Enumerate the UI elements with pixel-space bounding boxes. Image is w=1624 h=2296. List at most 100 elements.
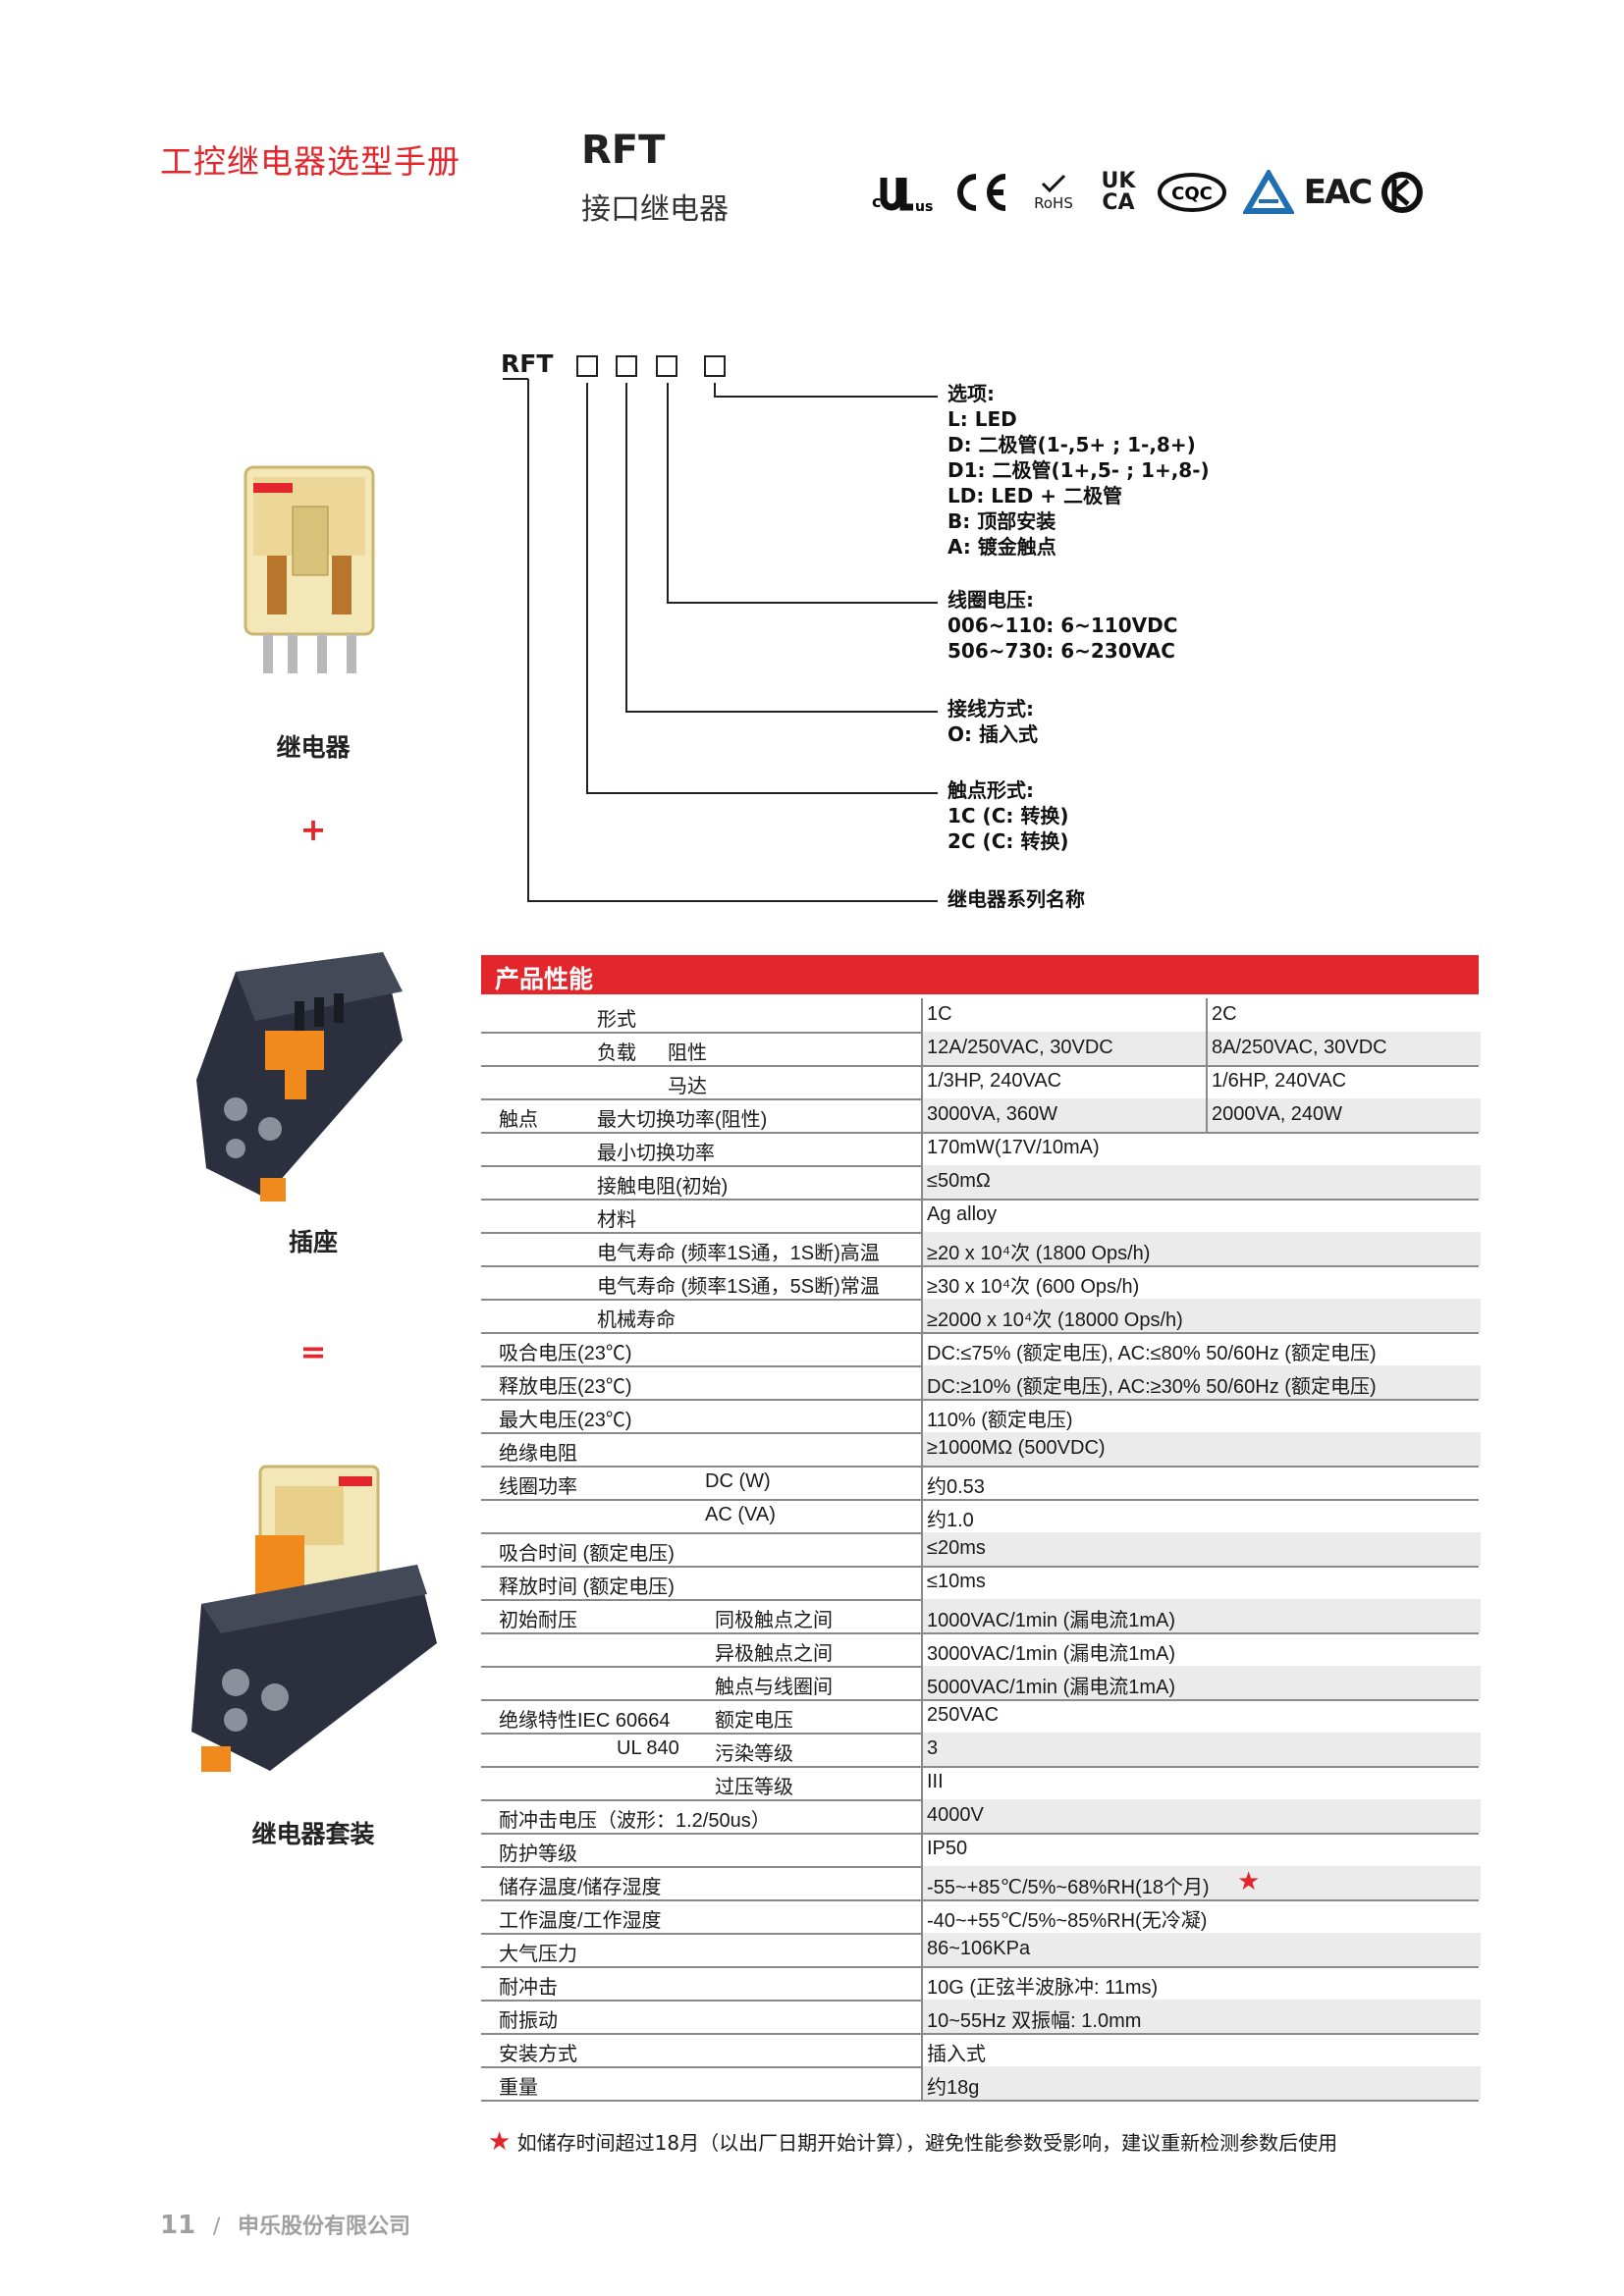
spec-value-cell-2c: 2000VA, 240W: [1212, 1103, 1343, 1125]
spec-value-cell: 86~106KPa: [927, 1938, 1031, 1959]
spec-category-cell: 耐振动: [499, 2010, 558, 2032]
spec-category-cell: 耐冲击: [499, 1977, 558, 1999]
ul-recognized-icon: c us: [872, 167, 937, 218]
series-name-heading: 继电器系列名称: [947, 887, 1085, 911]
spec-value-column-2c: 2000VA, 240W: [1206, 1098, 1481, 1132]
ukca-bottom-text: CA: [1102, 190, 1135, 215]
spec-item-cell: 电气寿命 (频率1S通，5S断)常温: [597, 1276, 880, 1298]
coil-voltage-heading: 线圈电压:: [947, 588, 1034, 612]
spec-category-cell: 吸合电压(23℃): [499, 1343, 632, 1364]
spec-value-column: 3000VA, 360W: [921, 1098, 1208, 1132]
spec-value-column-2c: 8A/250VAC, 30VDC: [1206, 1032, 1481, 1065]
spec-value-cell: 110% (额定电压): [927, 1410, 1073, 1431]
option-line: A: 镀金触点: [947, 535, 1056, 559]
spec-section-header: 产品性能: [481, 955, 1479, 994]
spec-value-cell: 约18g: [927, 2077, 980, 2099]
star-icon: ★: [488, 2127, 512, 2157]
spec-value-cell: ≤50mΩ: [927, 1170, 991, 1192]
spec-row: 触点与线圈间 5000VAC/1min (漏电流1mA): [481, 1666, 1481, 1701]
spec-value-cell: ≥2000 x 10⁴次 (18000 Ops/h): [927, 1309, 1183, 1331]
spec-row: 耐冲击 10G (正弦半波脉冲: 11ms): [481, 1966, 1479, 2002]
spec-item-cell: 最小切换功率: [597, 1143, 715, 1164]
spec-value-cell: 3000VA, 360W: [927, 1103, 1058, 1125]
spec-value-cell: Ag alloy: [927, 1203, 998, 1225]
spec-value-column: 10G (正弦半波脉冲: 11ms): [921, 1966, 1481, 2000]
spec-value-cell: -55~+85℃/5%~68%RH(18个月): [927, 1877, 1210, 1898]
wiring-line: O: 插入式: [947, 722, 1038, 746]
spec-row: 安装方式插入式: [481, 2033, 1479, 2068]
spec-subitem-cell: DC (W): [705, 1470, 771, 1492]
spec-value-cell: 250VAC: [927, 1704, 1000, 1726]
spec-subitem-cell: 异极触点之间: [715, 1643, 833, 1665]
code-box-coil: [656, 355, 677, 377]
ul-us-text: us: [915, 199, 933, 215]
code-box-contact: [576, 355, 598, 377]
spec-value-cell-2c: 2C: [1212, 1003, 1237, 1025]
spec-subitem-cell: 同极触点之间: [715, 1610, 833, 1631]
spec-value-column: 1C: [921, 998, 1208, 1032]
order-code-prefix: RFT: [501, 349, 554, 378]
spec-value-cell: 5000VAC/1min (漏电流1mA): [927, 1677, 1176, 1698]
spec-value-cell: DC:≥10% (额定电压), AC:≥30% 50/60Hz (额定电压): [927, 1376, 1377, 1398]
option-line: L: LED: [947, 407, 1017, 431]
ukca-top-text: UK: [1101, 169, 1136, 193]
spec-value-column: Ag alloy: [921, 1199, 1481, 1232]
spec-value-column: ≥20 x 10⁴次 (1800 Ops/h): [921, 1232, 1481, 1265]
spec-subitem-cell: AC (VA): [705, 1504, 776, 1525]
spec-value-cell: III: [927, 1771, 944, 1792]
spec-category-cell: 绝缘特性IEC 60664: [499, 1710, 671, 1732]
spec-row: 释放时间 (额定电压) ≤10ms: [481, 1566, 1479, 1601]
spec-category-cell: 释放时间 (额定电压): [499, 1576, 675, 1598]
spec-value-cell: ≤10ms: [927, 1571, 986, 1592]
cqc-icon: CQC: [1157, 167, 1227, 218]
spec-value-column: 约18g: [921, 2066, 1481, 2100]
spec-value-column: -55~+85℃/5%~68%RH(18个月): [921, 1866, 1481, 1899]
options-heading: 选项:: [947, 382, 995, 405]
spec-value-column: DC:≥10% (额定电压), AC:≥30% 50/60Hz (额定电压): [921, 1365, 1481, 1399]
spec-category-cell: 最大电压(23℃): [499, 1410, 632, 1431]
spec-value-cell: 约0.53: [927, 1476, 985, 1498]
rohs-text: RoHS: [1034, 194, 1073, 212]
spec-value-column: 5000VAC/1min (漏电流1mA): [921, 1666, 1481, 1699]
spec-category-cell: 初始耐压: [499, 1610, 577, 1631]
spec-value-cell: 插入式: [927, 2044, 986, 2065]
relay-image: [224, 448, 401, 687]
spec-item-cell: 电气寿命 (频率1S通，1S断)高温: [597, 1243, 880, 1264]
socket-image: [177, 933, 422, 1221]
spec-value-column: 4000V: [921, 1799, 1481, 1833]
spec-value-column-2c: 1/6HP, 240VAC: [1206, 1065, 1481, 1098]
spec-value-column: 3: [921, 1733, 1481, 1766]
coil-voltage-line: 506~730: 6~230VAC: [947, 639, 1175, 663]
plus-sign: +: [299, 811, 327, 848]
ce-mark-icon: [952, 167, 1011, 218]
spec-value-column: 1000VAC/1min (漏电流1mA): [921, 1599, 1481, 1632]
ul-c-text: c: [872, 192, 881, 211]
spec-subitem-cell: 污染等级: [715, 1743, 793, 1765]
spec-category-cell: 线圈功率: [499, 1476, 577, 1498]
spec-subitem-cell: 阻性: [668, 1042, 707, 1064]
spec-value-column: 1/3HP, 240VAC: [921, 1065, 1208, 1098]
option-line: LD: LED + 二极管: [947, 484, 1122, 507]
equals-sign: =: [299, 1333, 327, 1370]
spec-subitem-cell: 过压等级: [715, 1777, 793, 1798]
spec-row: 电气寿命 (频率1S通，1S断)高温 ≥20 x 10⁴次 (1800 Ops/h…: [481, 1232, 1481, 1267]
eac-text: EAC: [1303, 173, 1373, 212]
spec-row: 吸合电压(23℃)DC:≤75% (额定电压), AC:≤80% 50/60Hz…: [481, 1332, 1479, 1367]
option-line: D: 二极管(1-,5+ ; 1-,8+): [947, 433, 1196, 456]
footnote-text: 如储存时间超过18月（以出厂日期开始计算），避免性能参数受影响，建议重新检测参数…: [516, 2131, 1338, 2155]
spec-value-cell: 10G (正弦半波脉冲: 11ms): [927, 1977, 1159, 1999]
spec-category-cell: 大气压力: [499, 1944, 577, 1965]
spec-value-cell: 1000VAC/1min (漏电流1mA): [927, 1610, 1176, 1631]
spec-subitem-cell: 触点与线圈间: [715, 1677, 833, 1698]
wiring-block: 接线方式: O: 插入式: [947, 696, 1038, 747]
spec-value-cell: 1C: [927, 1003, 952, 1025]
spec-value-column: ≥30 x 10⁴次 (600 Ops/h): [921, 1265, 1481, 1299]
certification-logos: c us RoHS UK CA CQC EAC: [872, 167, 1424, 218]
spec-item-cell: 最大切换功率(阻性): [597, 1109, 768, 1131]
coil-voltage-block: 线圈电压: 006~110: 6~110VDC 506~730: 6~230VA…: [947, 587, 1177, 664]
